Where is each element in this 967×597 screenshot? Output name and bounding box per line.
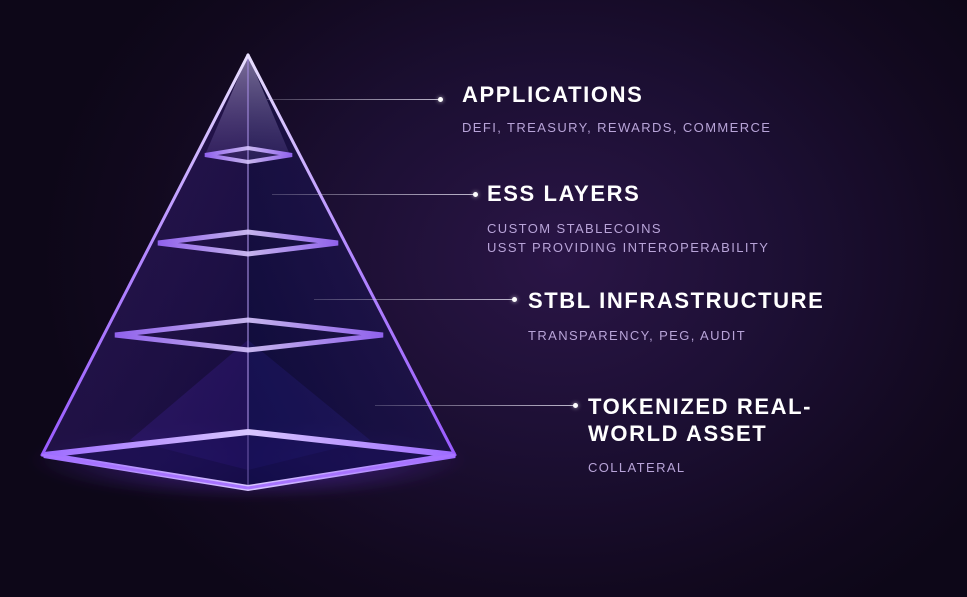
tier-ring-1: [204, 145, 293, 165]
layer-subtitle-tokenized-asset: COLLATERAL: [588, 458, 686, 477]
connector-stbl-infrastructure: [314, 299, 514, 300]
pyramid-edge-left: [40, 53, 250, 457]
layer-title-stbl-infrastructure: STBL INFRASTRUCTURE: [528, 288, 825, 313]
subtitle-line: CUSTOM STABLECOINS: [487, 221, 662, 236]
pyramid-right-face: [248, 55, 455, 488]
subtitle-line: USST PROVIDING INTEROPERABILITY: [487, 240, 770, 255]
tier-ring-3: [114, 317, 384, 353]
connector-tokenized-asset: [375, 405, 575, 406]
pyramid-edge-bottom-right: [247, 453, 456, 490]
connector-dot-applications: [438, 97, 443, 102]
layer-title-tokenized-asset: TOKENIZED REAL- WORLD ASSET: [588, 393, 812, 447]
layer-title-ess-layers: ESS LAYERS: [487, 181, 641, 206]
title-line: WORLD ASSET: [588, 421, 768, 446]
connector-applications: [267, 99, 440, 100]
connector-dot-tokenized-asset: [573, 403, 578, 408]
connector-dot-stbl-infrastructure: [512, 297, 517, 302]
layer-subtitle-applications: DEFI, TREASURY, REWARDS, COMMERCE: [462, 118, 771, 137]
subtitle-line: COLLATERAL: [588, 460, 686, 475]
title-line: TOKENIZED REAL-: [588, 394, 813, 419]
pyramid-left-face: [42, 55, 248, 488]
layer-subtitle-ess-layers: CUSTOM STABLECOINS USST PROVIDING INTERO…: [487, 219, 769, 257]
tier-ring-2: [157, 229, 339, 257]
subtitle-line: TRANSPARENCY, PEG, AUDIT: [528, 328, 747, 343]
subtitle-line: DEFI, TREASURY, REWARDS, COMMERCE: [462, 120, 772, 135]
pyramid-edge-right: [246, 53, 457, 457]
layer-title-applications: APPLICATIONS: [462, 82, 644, 107]
connector-ess-layers: [272, 194, 475, 195]
pyramid-edge-bottom-left: [41, 453, 249, 490]
connector-dot-ess-layers: [473, 192, 478, 197]
layer-subtitle-stbl-infrastructure: TRANSPARENCY, PEG, AUDIT: [528, 326, 746, 345]
